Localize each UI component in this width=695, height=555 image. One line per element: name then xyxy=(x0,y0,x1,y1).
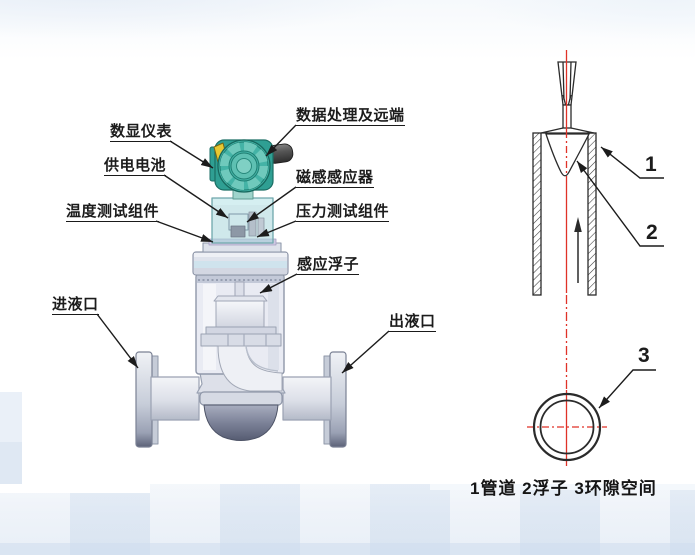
callout-number-2: 2 xyxy=(646,221,658,244)
leader-data-processing xyxy=(265,124,297,157)
schematic-leaders xyxy=(576,146,664,409)
meter-3d-render xyxy=(135,139,347,448)
pipe-wall-left xyxy=(532,132,542,296)
callout-number-1: 1 xyxy=(645,153,657,176)
label-magnetic-sensor: 磁感感应器 xyxy=(296,169,374,188)
label-temperature-module: 温度测试组件 xyxy=(66,203,160,222)
float-cap xyxy=(213,295,268,302)
pipe-schematic xyxy=(527,50,664,466)
inlet-pipe xyxy=(150,376,200,421)
nut-ring xyxy=(200,333,282,347)
sensor-box-lid xyxy=(213,199,272,205)
float-funnel xyxy=(540,127,595,134)
pipe-wall-right xyxy=(587,132,597,296)
bottom-dome xyxy=(203,404,279,441)
top-flange-base xyxy=(194,268,287,274)
inlet-flange xyxy=(135,351,153,448)
decor-notch xyxy=(0,484,150,493)
leader-callout-3 xyxy=(598,369,656,409)
leader-callout-2 xyxy=(576,160,664,247)
label-data-processing: 数据处理及远端 xyxy=(296,107,405,126)
leader-digital-display xyxy=(169,140,214,169)
bezel-segments xyxy=(220,142,268,190)
outlet-pipe xyxy=(282,376,332,421)
wave-curve xyxy=(300,0,695,58)
display-center xyxy=(236,158,252,174)
elbow-pipe xyxy=(217,345,283,392)
top-flange-highlight xyxy=(194,253,287,257)
leader-induction-float xyxy=(259,273,298,294)
label-induction-float: 感应浮子 xyxy=(297,256,360,275)
outlet-flange xyxy=(329,351,347,448)
leader-battery xyxy=(163,174,229,219)
decor-strip xyxy=(0,543,695,555)
induction-float-body xyxy=(215,300,265,328)
leader-pressure-module xyxy=(256,220,297,238)
flow-up-arrow xyxy=(574,217,582,283)
leader-magnetic-sensor xyxy=(246,186,297,223)
stem-inner-lines xyxy=(562,61,572,101)
label-outlet: 出液口 xyxy=(389,313,436,332)
decor-notch xyxy=(430,484,695,490)
leader-outlet xyxy=(341,330,390,374)
label-pressure-module: 压力测试组件 xyxy=(296,203,390,222)
leader-temperature-module xyxy=(155,220,214,243)
label-digital-display: 数显仪表 xyxy=(110,123,173,142)
schematic-caption: 1管道 2浮子 3环隙空间 xyxy=(470,479,657,498)
label-inlet: 进液口 xyxy=(52,296,99,315)
leader-inlet xyxy=(96,313,139,369)
section-inner-circle xyxy=(539,399,595,455)
top-wave-decor xyxy=(0,0,695,60)
magnetic-sensor-block xyxy=(230,225,246,238)
callout-number-3: 3 xyxy=(638,344,650,367)
body-top-rim xyxy=(197,275,283,283)
callout-leaders xyxy=(96,124,390,374)
elbow-inner-curve xyxy=(245,345,279,372)
bottom-flange-ring xyxy=(199,391,283,406)
top-flange-blue-band xyxy=(194,261,287,268)
flow-arrow-head xyxy=(574,217,582,232)
label-battery: 供电电池 xyxy=(104,157,167,176)
float-cone xyxy=(545,133,591,177)
leader-callout-1 xyxy=(600,146,664,179)
bezel-ring-inner xyxy=(228,150,260,182)
bottom-band-decor xyxy=(0,484,695,555)
section-outer-circle xyxy=(532,392,602,462)
temperature-sensor-cylinder xyxy=(257,217,265,237)
